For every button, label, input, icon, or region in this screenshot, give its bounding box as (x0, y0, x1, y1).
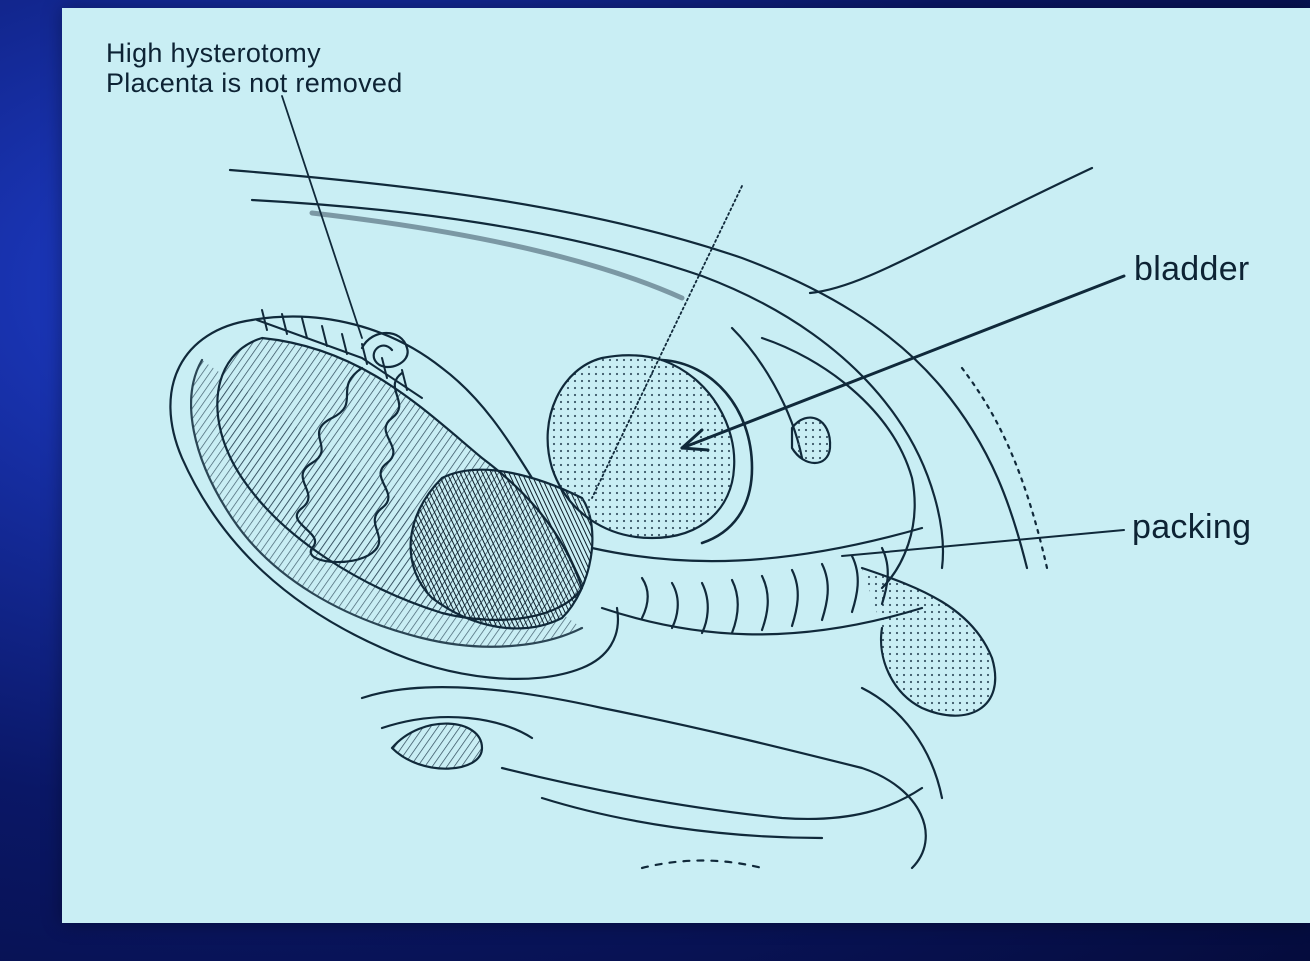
slide: High hysterotomy Placenta is not removed… (62, 8, 1310, 923)
bladder (548, 328, 802, 543)
bladder-arrow (682, 276, 1124, 448)
pelvic-anatomy-illustration (62, 8, 1310, 923)
uterus (170, 310, 618, 679)
rectum (362, 687, 942, 868)
packing-leader (842, 530, 1124, 556)
